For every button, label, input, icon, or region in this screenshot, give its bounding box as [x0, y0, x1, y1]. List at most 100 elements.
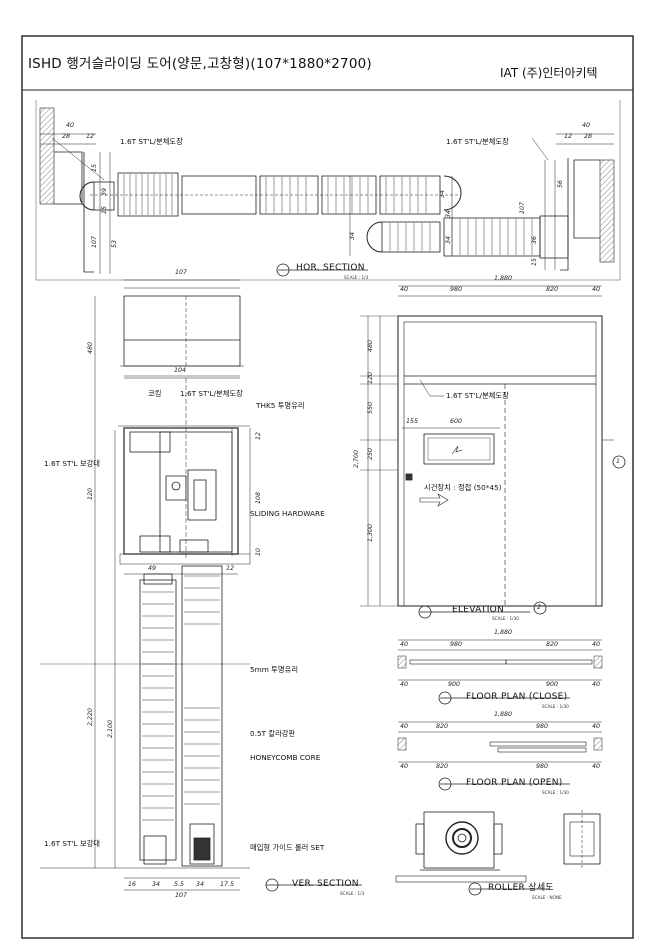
label-steel-paint-ver: 1.6T ST'L/분체도장: [180, 389, 243, 398]
dim-fo-820: 820: [436, 723, 449, 730]
dim-fc-900a: 900: [448, 681, 461, 688]
dim-hor-36: 36: [531, 235, 538, 244]
dim-fo-1880: 1,880: [494, 711, 513, 718]
dim-elev-2700: 2,700: [353, 449, 360, 468]
dim-elev-155: 155: [406, 418, 419, 425]
hor-section-drawing: [35, 100, 621, 281]
dim-ver-120: 120: [87, 487, 94, 500]
dim-fc-b40b: 40: [592, 681, 601, 688]
floor-plan-close-drawing: [397, 639, 603, 705]
ver-section-scale: SCALE : 1/3: [340, 891, 365, 896]
label-caulking: 코킹: [148, 389, 162, 398]
dim-hor-15a: 15: [91, 163, 98, 172]
dim-fc-40b: 40: [592, 641, 601, 648]
dim-elev-480: 480: [367, 339, 374, 352]
dim-hor-34c: 34: [445, 235, 452, 244]
dim-fo-40b: 40: [592, 723, 601, 730]
dim-elev-980: 980: [450, 286, 463, 293]
label-elev-steel: 1.6T ST'L/분체도장: [446, 391, 509, 400]
dim-fo-b40b: 40: [592, 763, 601, 770]
dim-hor-107-right: 107: [519, 201, 526, 214]
dim-fo-980: 980: [536, 723, 549, 730]
dim-ver-108: 108: [255, 491, 262, 504]
dim-elev-40a: 40: [400, 286, 409, 293]
dim-fc-1880: 1,880: [494, 629, 513, 636]
floor-plan-open-drawing: [397, 721, 603, 791]
dim-fo-b980: 980: [536, 763, 549, 770]
dim-hor-53: 53: [111, 239, 118, 248]
dim-ver-b34b: 34: [196, 881, 205, 888]
dim-fo-40a: 40: [400, 723, 409, 730]
dim-elev-40b: 40: [592, 286, 601, 293]
roller-scale: SCALE : NONE: [532, 895, 562, 900]
dim-elev-250: 250: [367, 447, 374, 460]
floor-close-title: FLOOR PLAN (CLOSE): [466, 692, 568, 702]
dim-hor-12-left: 12: [86, 133, 95, 140]
dim-ver-12b: 12: [226, 565, 235, 572]
dim-fc-b40a: 40: [400, 681, 409, 688]
label-steel-paint-left: 1.6T ST'L/분체도장: [120, 137, 183, 146]
dim-elev-120: 120: [367, 371, 374, 384]
ver-section-title: VER. SECTION: [292, 879, 359, 889]
elevation-title: ELEVATION: [452, 605, 505, 615]
label-honeycomb: HONEYCOMB CORE: [250, 753, 321, 762]
label-reinforce-bottom: 1.6T ST'L 보강대: [44, 839, 101, 848]
dim-ver-10: 10: [255, 547, 262, 556]
company-name: IAT (주)인터아키텍: [500, 66, 598, 80]
dim-hor-34a: 34: [439, 189, 446, 198]
hor-section-scale: SCALE : 1/3: [344, 275, 369, 280]
dim-hor-28-right: 28: [584, 133, 593, 140]
sheet-border: [21, 35, 634, 939]
dim-ver-b16: 16: [128, 881, 137, 888]
elevation-scale: SCALE : 1/30: [492, 616, 519, 621]
dim-fc-40a: 40: [400, 641, 409, 648]
label-reinforce-top: 1.6T ST'L 보강대: [44, 459, 101, 468]
label-guide-roller: 매입형 가이드 롤러 SET: [250, 843, 325, 852]
label-glass-thk5: THK5 투명유리: [256, 401, 305, 410]
dim-elev-820: 820: [546, 286, 559, 293]
ver-section-drawing: [40, 279, 362, 892]
roller-title: ROLLER 상세도: [488, 883, 555, 893]
dim-hor-15b: 15: [101, 205, 108, 214]
dim-hor-12-right: 12: [564, 133, 573, 140]
dim-elev-1300: 1,300: [367, 523, 374, 542]
label-sliding-hardware: SLIDING HARDWARE: [250, 509, 325, 518]
dim-elev-550: 550: [367, 401, 374, 414]
marker-2: 2: [537, 604, 542, 611]
dim-ver-49: 49: [148, 565, 157, 572]
label-lock: 시건장치 : 정첩 (50*45): [424, 483, 502, 492]
roller-detail-drawing: [395, 810, 601, 896]
elevation-drawing: [360, 285, 626, 619]
dim-fc-980: 980: [450, 641, 463, 648]
label-galv-plate: 0.5T 칼라강판: [250, 729, 296, 738]
dim-hor-28-left: 28: [62, 133, 71, 140]
dim-ver-b175: 17.5: [220, 881, 235, 888]
dim-fc-820: 820: [546, 641, 559, 648]
dim-ver-480: 480: [87, 341, 94, 354]
dim-hor-40-left: 40: [66, 122, 75, 129]
dim-hor-34d: 34: [445, 209, 452, 218]
floor-open-scale: SCALE : 1/30: [542, 790, 569, 795]
label-glass-5mm: 5mm 투명유리: [250, 665, 299, 674]
dim-hor-34b: 34: [349, 231, 356, 240]
dim-ver-b55: 5.5: [174, 881, 185, 888]
dim-elev-600: 600: [450, 418, 463, 425]
marker-1: 1: [616, 458, 621, 465]
floor-close-scale: SCALE : 1/30: [542, 704, 569, 709]
dim-hor-39: 39: [101, 187, 108, 196]
dim-hor-15c: 15: [531, 257, 538, 266]
label-steel-paint-right: 1.6T ST'L/분체도장: [446, 137, 509, 146]
dim-ver-104: 104: [174, 367, 187, 374]
dim-ver-107-top: 107: [175, 269, 188, 276]
dim-hor-107-left: 107: [91, 235, 98, 248]
dim-elev-1880: 1,880: [494, 275, 513, 282]
dim-ver-12a: 12: [255, 431, 262, 440]
dim-hor-40-right: 40: [582, 122, 591, 129]
dim-ver-b107: 107: [175, 892, 188, 899]
dim-fo-b820: 820: [436, 763, 449, 770]
dim-fc-900b: 900: [546, 681, 559, 688]
dim-ver-2220: 2,220: [87, 707, 94, 726]
dim-ver-b34a: 34: [152, 881, 161, 888]
